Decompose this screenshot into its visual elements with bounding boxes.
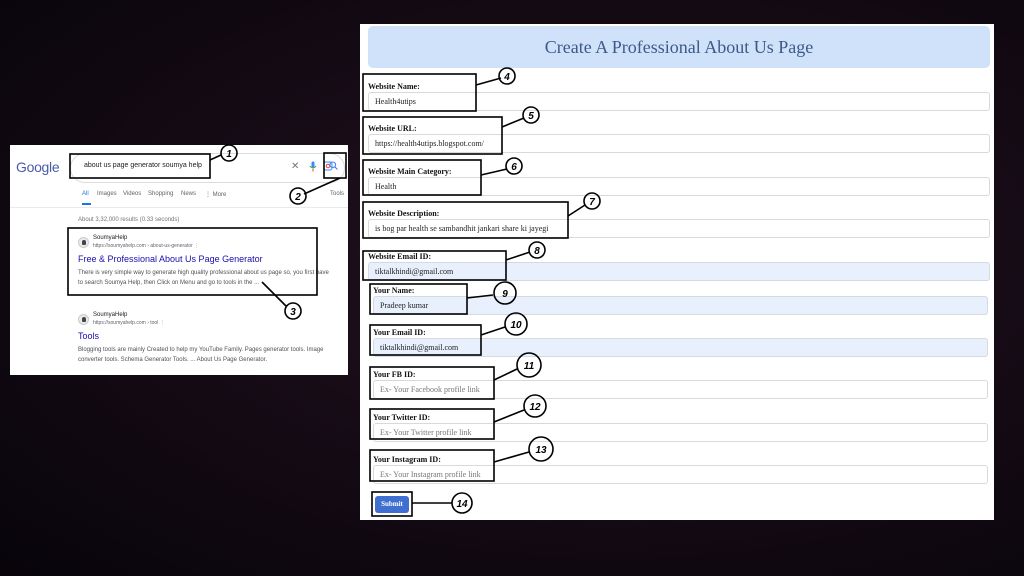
search-icon[interactable] [329,161,338,174]
favicon-icon [78,237,89,248]
result-stats: About 3,32,000 results (0.33 seconds) [78,217,180,223]
result-url[interactable]: https://soumyahelp.com › about-us-genera… [93,243,200,249]
tab-news[interactable]: News [181,191,197,197]
website-name-label: Website Name: [368,82,420,91]
fb-id-label: Your FB ID: [373,370,416,379]
result-site: SoumyaHelp [93,235,128,241]
google-search-panel: Google about us page generator soumya he… [10,145,348,375]
microphone-icon[interactable] [309,161,317,176]
search-result[interactable]: SoumyaHelp https://soumyahelp.com › abou… [78,235,340,295]
your-name-label: Your Name: [373,286,415,295]
tab-tools[interactable]: Tools [330,191,345,197]
search-bar[interactable]: about us page generator soumya help ✕ [70,153,345,183]
result-site: SoumyaHelp [93,312,128,318]
tab-images[interactable]: Images [97,191,117,197]
submit-button[interactable]: Submit [375,496,409,513]
tab-all[interactable]: All [82,191,89,197]
website-description-input[interactable]: is bog par health se sambandhit jankari … [368,219,990,238]
page-title: Create A Professional About Us Page [368,26,990,68]
your-name-input[interactable]: Pradeep kumar [373,296,988,315]
website-email-input[interactable]: tiktalkhindi@gmail.com [368,262,990,281]
website-url-label: Website URL: [368,124,417,133]
tab-shopping[interactable]: Shopping [148,191,174,197]
website-url-input[interactable]: https://health4utips.blogspot.com/ [368,134,990,153]
your-email-input[interactable]: tiktalkhindi@gmail.com [373,338,988,357]
about-us-form: Create A Professional About Us Page Webs… [360,24,994,520]
result-title-link[interactable]: Free & Professional About Us Page Genera… [78,254,263,264]
website-email-label: Website Email ID: [368,252,432,261]
instagram-id-label: Your Instagram ID: [373,455,441,464]
result-snippet: Blogging tools are mainly Created to hel… [78,347,324,363]
google-logo[interactable]: Google [16,159,60,175]
website-description-label: Website Description: [368,209,440,218]
result-title-link[interactable]: Tools [78,331,100,341]
divider [10,207,348,208]
search-tabs: All Images Videos Shopping News ⋮ More T… [82,191,344,203]
close-icon[interactable]: ✕ [291,161,300,172]
tab-more[interactable]: ⋮ More [205,192,227,198]
result-snippet: There is very simple way to generate hig… [78,270,329,286]
active-tab-indicator [82,203,91,205]
search-input[interactable]: about us page generator soumya help [84,162,202,169]
fb-id-input[interactable]: Ex- Your Facebook profile link [373,380,988,399]
result-url[interactable]: https://soumyahelp.com › tool ⋮ [93,320,165,326]
favicon-icon [78,314,89,325]
twitter-id-label: Your Twitter ID: [373,413,431,422]
twitter-id-input[interactable]: Ex- Your Twitter profile link [373,423,988,442]
website-category-label: Website Main Category: [368,167,452,176]
instagram-id-input[interactable]: Ex- Your Instagram profile link [373,465,988,484]
website-category-input[interactable]: Health [368,177,990,196]
tab-videos[interactable]: Videos [123,191,142,197]
your-email-label: Your Email ID: [373,328,426,337]
search-result[interactable]: SoumyaHelp https://soumyahelp.com › tool… [78,312,340,372]
website-name-input[interactable]: Health4utips [368,92,990,111]
